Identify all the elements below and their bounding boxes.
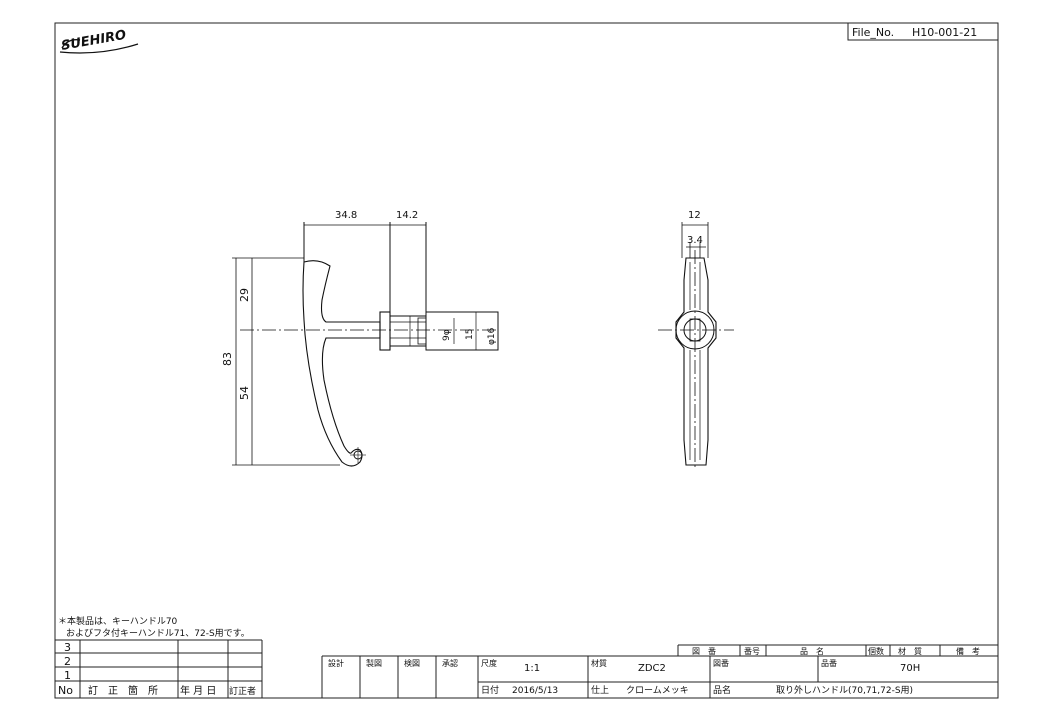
dim-15: 15	[465, 329, 475, 340]
tb-header-name: 品 名	[800, 646, 824, 656]
file-number-box	[847, 22, 999, 41]
tb-scale-label: 尺度	[481, 658, 497, 668]
tb-header-remarks: 備 考	[956, 646, 980, 656]
file-number-label: File_No.	[852, 26, 894, 39]
side-view	[232, 222, 499, 467]
dim-83: 83	[221, 352, 234, 366]
tb-header-drawing-no: 図 番	[692, 646, 716, 656]
note-line-2: およびフタ付キーハンドル71、72-S用です。	[66, 628, 250, 639]
tb-date-label: 日付	[481, 685, 499, 696]
tb-header-qty: 個数	[868, 646, 884, 656]
dim-14-2: 14.2	[396, 210, 418, 221]
svg-text:SUEHIRO: SUEHIRO	[60, 28, 127, 54]
tb-finish-label: 仕上	[591, 684, 609, 696]
revision-header-location: 訂 正 箇 所	[88, 684, 158, 697]
front-view	[658, 222, 734, 470]
tb-design: 設計	[328, 658, 344, 668]
tb-checked: 検図	[404, 658, 420, 668]
tb-material-label: 材質	[591, 658, 607, 668]
revision-row-1: 1	[64, 669, 71, 682]
tb-drafted: 製図	[366, 658, 382, 668]
revision-row-2: 2	[64, 655, 71, 668]
tb-finish-value: クロームメッキ	[626, 685, 689, 696]
tb-drawing-no-label: 図番	[713, 658, 729, 668]
title-block	[321, 644, 998, 698]
tb-name-label: 品名	[713, 684, 731, 696]
revision-header-date: 年 月 日	[180, 684, 216, 697]
tb-date-value: 2016/5/13	[512, 686, 558, 696]
tb-header-material: 材 質	[898, 646, 922, 656]
tb-part-no-value: 70H	[900, 663, 920, 674]
sheet-border	[54, 22, 999, 699]
suehiro-logo: SUEHIRO	[59, 28, 139, 54]
dim-34-8: 34.8	[335, 210, 357, 221]
dim-54: 54	[238, 386, 251, 400]
tb-part-no-label: 品番	[821, 658, 837, 668]
revision-header-no: No	[58, 684, 73, 697]
tb-material-value: ZDC2	[638, 663, 666, 674]
revision-header-corrector: 訂正者	[229, 685, 256, 697]
note-line-1: ＊本製品は、キーハンドル70	[58, 615, 178, 627]
dim-9phi: 9φ	[442, 329, 452, 341]
dim-phi16: φ16	[487, 327, 497, 345]
dim-29: 29	[238, 288, 251, 302]
file-number-value: H10-001-21	[912, 26, 977, 39]
tb-name-value: 取り外しハンドル(70,71,72-S用)	[776, 684, 913, 696]
tb-header-number: 番号	[744, 646, 760, 656]
revision-row-3: 3	[64, 641, 71, 654]
revision-table	[55, 639, 263, 698]
dim-3-4: 3.4	[687, 235, 703, 246]
dim-12: 12	[688, 210, 701, 221]
tb-approved: 承認	[442, 658, 458, 668]
tb-scale-value: 1:1	[524, 663, 540, 674]
